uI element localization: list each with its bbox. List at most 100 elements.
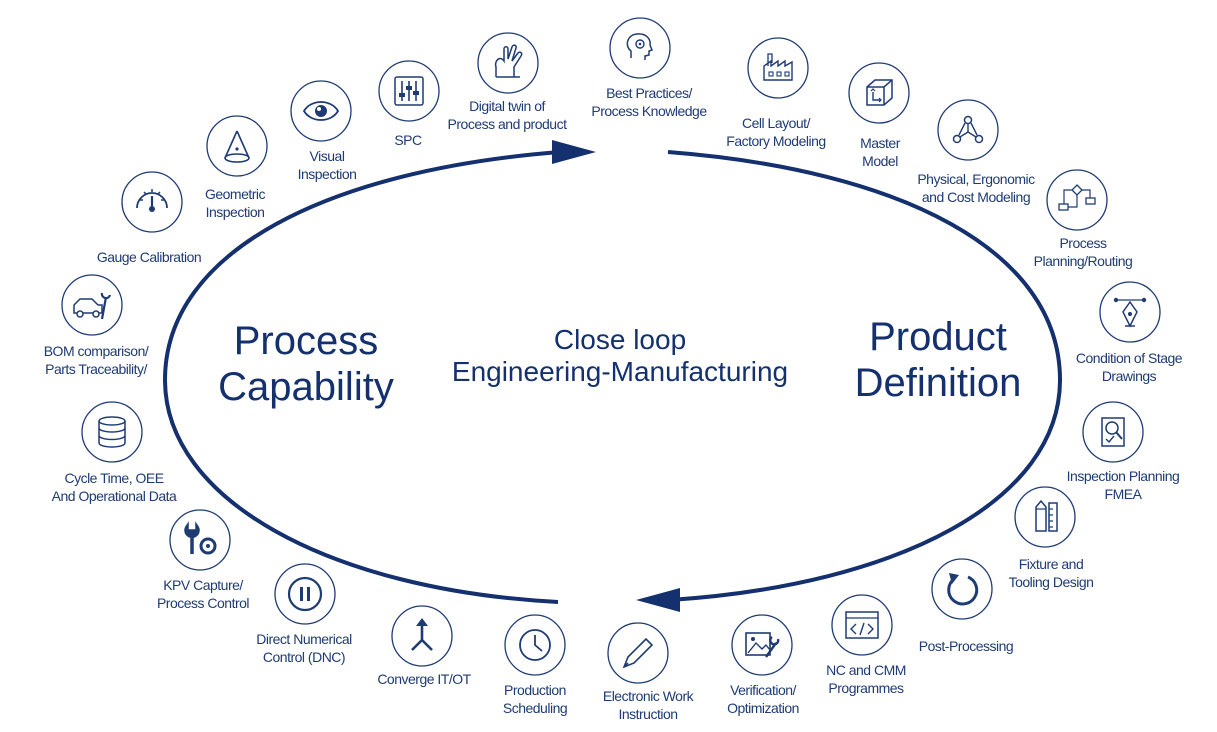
cone-icon bbox=[206, 115, 268, 177]
code-window-icon bbox=[831, 594, 893, 656]
node-label-spc: SPC bbox=[318, 131, 498, 149]
left-title-line-2: Capability bbox=[218, 365, 394, 409]
right-title-line-1: Product bbox=[869, 315, 1007, 359]
node-label-cell-layout: Cell Layout/Factory Modeling bbox=[686, 114, 866, 150]
node-label-line: NC and CMM bbox=[826, 662, 906, 678]
wrench-gear-icon bbox=[169, 509, 231, 571]
document-magnifier-icon bbox=[1082, 401, 1144, 463]
flowchart-icon bbox=[1046, 169, 1108, 231]
node-label-converge-it-ot: Converge IT/OT bbox=[334, 670, 514, 688]
cube-icon bbox=[848, 62, 910, 124]
node-label-line: Inspection bbox=[205, 204, 265, 220]
node-label-line: And Operational Data bbox=[51, 488, 177, 504]
node-label-best-practices: Best Practices/Process Knowledge bbox=[559, 84, 739, 120]
node-label-line: Tooling Design bbox=[1008, 574, 1094, 590]
node-label-line: Digital twin of bbox=[469, 98, 545, 114]
node-label-cycle-time: Cycle Time, OEE And Operational Data bbox=[24, 469, 204, 505]
node-label-line: Direct Numerical bbox=[256, 631, 352, 647]
sliders-icon bbox=[378, 60, 440, 122]
node-label-line: Best Practices/ bbox=[606, 85, 692, 101]
node-label-line: Model bbox=[862, 153, 898, 169]
node-label-digital-twin: Digital twin of Process and product bbox=[417, 97, 597, 133]
node-label-line: Geometric bbox=[204, 186, 266, 202]
node-label-verification: Verification/Optimization bbox=[673, 681, 853, 717]
node-label-line: Master bbox=[860, 135, 900, 151]
node-label-line: Visual bbox=[309, 148, 345, 164]
node-label-line: Process Control bbox=[156, 595, 250, 611]
loop-arrowhead-bottom bbox=[636, 588, 680, 612]
refresh-arrow-icon bbox=[931, 558, 993, 620]
node-label-line: Scheduling bbox=[502, 700, 568, 716]
node-label-line: Fixture and bbox=[1018, 556, 1084, 572]
node-label-line: and Cost Modeling bbox=[921, 189, 1031, 205]
node-label-line: Process Knowledge bbox=[591, 103, 707, 119]
node-label-kpv-capture: KPV Capture/Process Control bbox=[113, 576, 293, 612]
node-label-gauge-calibration: Gauge Calibration bbox=[59, 248, 239, 266]
node-label-line: Programmes bbox=[828, 680, 904, 696]
node-label-line: Verification/ bbox=[730, 682, 796, 698]
right-title: Product Definition bbox=[830, 314, 1046, 406]
gauge-icon bbox=[121, 171, 183, 233]
node-label-line: Inspection bbox=[297, 166, 357, 182]
node-label-line: Parts Traceability/ bbox=[45, 361, 147, 377]
node-label-line: FMEA bbox=[1104, 486, 1142, 502]
hand-twin-icon bbox=[477, 32, 539, 94]
node-label-nc-cmm: NC and CMM Programmes bbox=[776, 661, 956, 697]
node-label-line: Production bbox=[504, 682, 566, 698]
node-label-line: Physical, Ergonomic bbox=[917, 171, 1035, 187]
node-label-line: Condition of Stage bbox=[1075, 350, 1183, 366]
node-label-physical-modeling: Physical, Ergonomic and Cost Modeling bbox=[886, 170, 1066, 206]
left-title: Process Capability bbox=[196, 318, 416, 410]
loop-arc-bottom-left bbox=[162, 150, 561, 604]
image-wrench-icon bbox=[731, 614, 793, 676]
center-title: Close loop Engineering-Manufacturing bbox=[420, 324, 820, 388]
node-label-line: Cell Layout/ bbox=[742, 115, 810, 131]
node-label-line: Process and product bbox=[447, 116, 567, 132]
triangle-nodes-icon bbox=[937, 99, 999, 161]
database-icon bbox=[81, 401, 143, 463]
node-label-line: SPC bbox=[394, 132, 422, 148]
node-label-line: BOM comparison/ bbox=[43, 343, 149, 359]
node-label-line: KPV Capture/ bbox=[163, 577, 243, 593]
node-label-line: Optimization bbox=[727, 700, 799, 716]
node-label-line: Instruction bbox=[618, 706, 678, 722]
node-label-line: Electronic Work bbox=[602, 688, 694, 704]
loop-arc-top-right bbox=[667, 150, 1063, 602]
factory-icon bbox=[747, 37, 809, 99]
clock-icon bbox=[504, 614, 566, 676]
node-label-line: Process bbox=[1059, 235, 1107, 251]
center-title-line-2: Engineering-Manufacturing bbox=[451, 356, 789, 387]
pen-stylus-icon bbox=[607, 622, 669, 684]
node-label-line: Inspection Planning bbox=[1066, 468, 1180, 484]
merge-arrows-icon bbox=[391, 605, 453, 667]
node-label-line: Converge IT/OT bbox=[377, 671, 471, 687]
node-label-line: Planning/Routing bbox=[1033, 253, 1133, 269]
pen-nib-icon bbox=[1099, 281, 1161, 343]
node-label-line: Post-Processing bbox=[918, 638, 1014, 654]
node-label-line: Cycle Time, OEE bbox=[64, 470, 164, 486]
node-label-line: Control (DNC) bbox=[262, 649, 346, 665]
center-title-line-1: Close loop bbox=[553, 324, 687, 355]
right-title-line-2: Definition bbox=[854, 361, 1022, 405]
node-label-bom-comparison: BOM comparison/Parts Traceability/ bbox=[6, 342, 186, 378]
node-label-line: Factory Modeling bbox=[726, 133, 826, 149]
loop-arrowhead-top bbox=[552, 140, 596, 164]
left-title-line-1: Process bbox=[233, 319, 379, 363]
pause-icon bbox=[274, 563, 336, 625]
node-label-line: Drawings bbox=[1101, 368, 1157, 384]
eye-icon bbox=[290, 80, 352, 142]
head-gear-icon bbox=[609, 17, 671, 79]
node-label-line: Gauge Calibration bbox=[96, 249, 202, 265]
